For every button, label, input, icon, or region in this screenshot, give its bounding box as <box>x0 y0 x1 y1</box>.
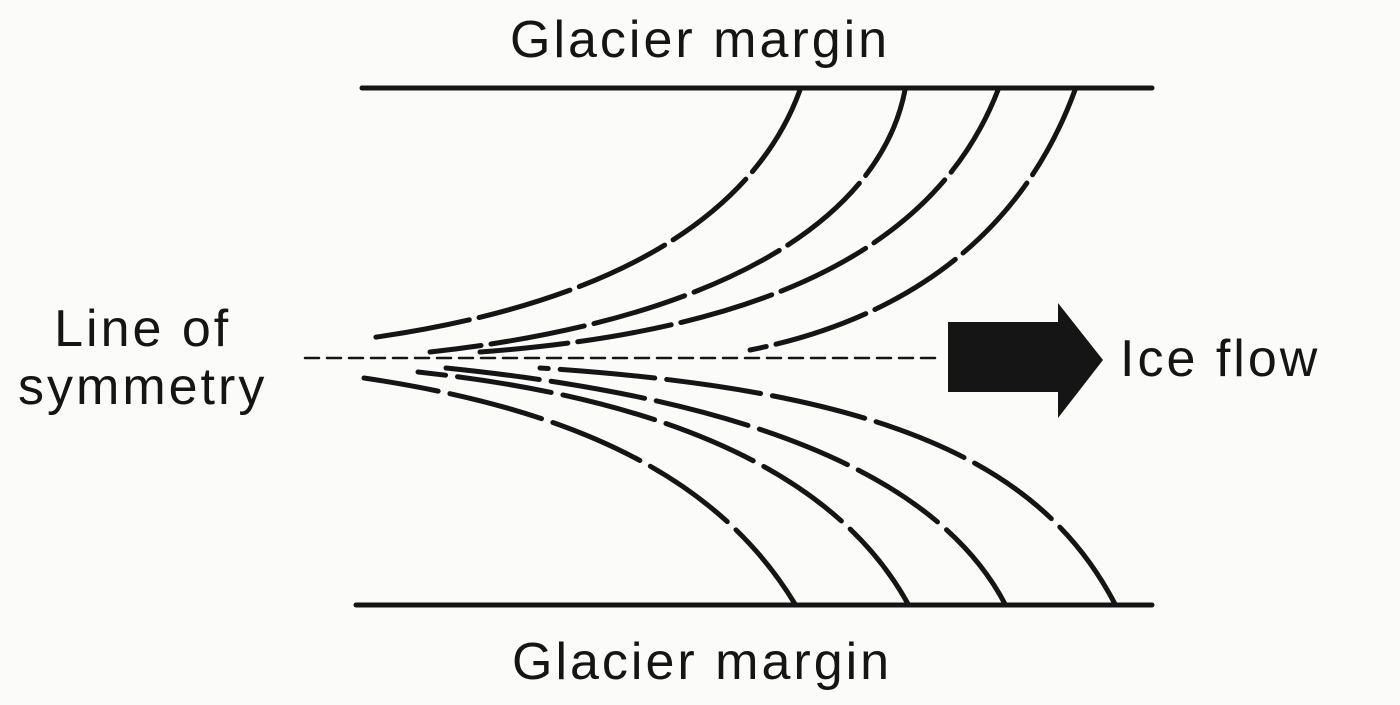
upper-curve-4 <box>747 87 1078 353</box>
ice-flow-arrow-icon <box>948 303 1103 418</box>
top-glacier-margin-label: Glacier margin <box>510 11 891 69</box>
lower-curve-4 <box>537 365 1118 607</box>
line-of-symmetry-label-line1: Line of <box>54 300 232 358</box>
upper-curve-1 <box>367 87 803 341</box>
bottom-glacier-margin-label: Glacier margin <box>512 633 893 691</box>
line-of-symmetry-label-line2: symmetry <box>18 358 268 416</box>
upper-curve-2 <box>427 87 908 355</box>
ice-flow-label: Ice flow <box>1120 330 1321 388</box>
upper-curve-3 <box>477 87 1001 355</box>
line-of-symmetry-label: Line of symmetry <box>18 300 267 416</box>
lower-curve-1 <box>361 375 798 607</box>
lower-curve-3 <box>443 365 1008 607</box>
lower-curve-2 <box>415 369 911 607</box>
